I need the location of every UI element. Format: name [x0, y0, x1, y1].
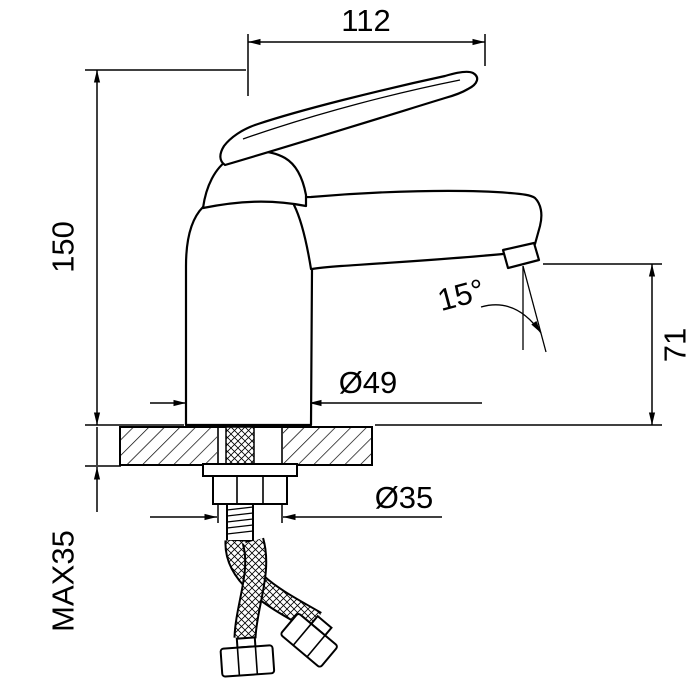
dim-body-height: 150	[46, 69, 246, 426]
dim-spout-reach-label: 112	[341, 3, 390, 38]
dimension-lines: 112 150 71 15° Ø49	[46, 3, 693, 632]
hose-nut-right	[280, 613, 338, 668]
faucet-body	[184, 70, 543, 427]
aerator	[501, 241, 541, 270]
dim-max-thickness: MAX35	[46, 427, 121, 632]
dim-spout-angle: 15°	[434, 265, 547, 353]
handle-dome	[201, 150, 308, 210]
dim-outlet-height-label: 71	[658, 328, 693, 362]
dim-spout-reach: 112	[247, 3, 486, 96]
dim-base-diameter-label: Ø49	[339, 365, 398, 400]
dim-max-thickness-label: MAX35	[46, 530, 81, 632]
dim-hole-diameter-label: Ø35	[375, 480, 434, 515]
hose-left	[233, 537, 268, 639]
dim-outlet-height: 71	[375, 263, 693, 426]
washer-flange	[202, 463, 298, 477]
dim-hole-diameter: Ø35	[150, 480, 442, 523]
deck-hatch-right	[283, 428, 371, 464]
mounting-deck	[119, 426, 373, 466]
supply-hoses	[219, 537, 338, 678]
dim-body-height-label: 150	[46, 221, 81, 273]
spout-body-joint-line	[292, 203, 313, 271]
mounting-nut	[212, 475, 288, 505]
mounting-hardware	[202, 426, 298, 542]
dim-spout-angle-label: 15°	[434, 272, 488, 318]
dim-base-diameter: Ø49	[150, 365, 482, 407]
handle-lever	[219, 70, 479, 167]
threaded-shank-lower	[226, 503, 254, 542]
hose-nut-left	[219, 636, 276, 678]
lever-crease-line	[242, 79, 461, 140]
threaded-shank-upper	[225, 426, 255, 466]
deck-hatch-left	[121, 428, 217, 464]
